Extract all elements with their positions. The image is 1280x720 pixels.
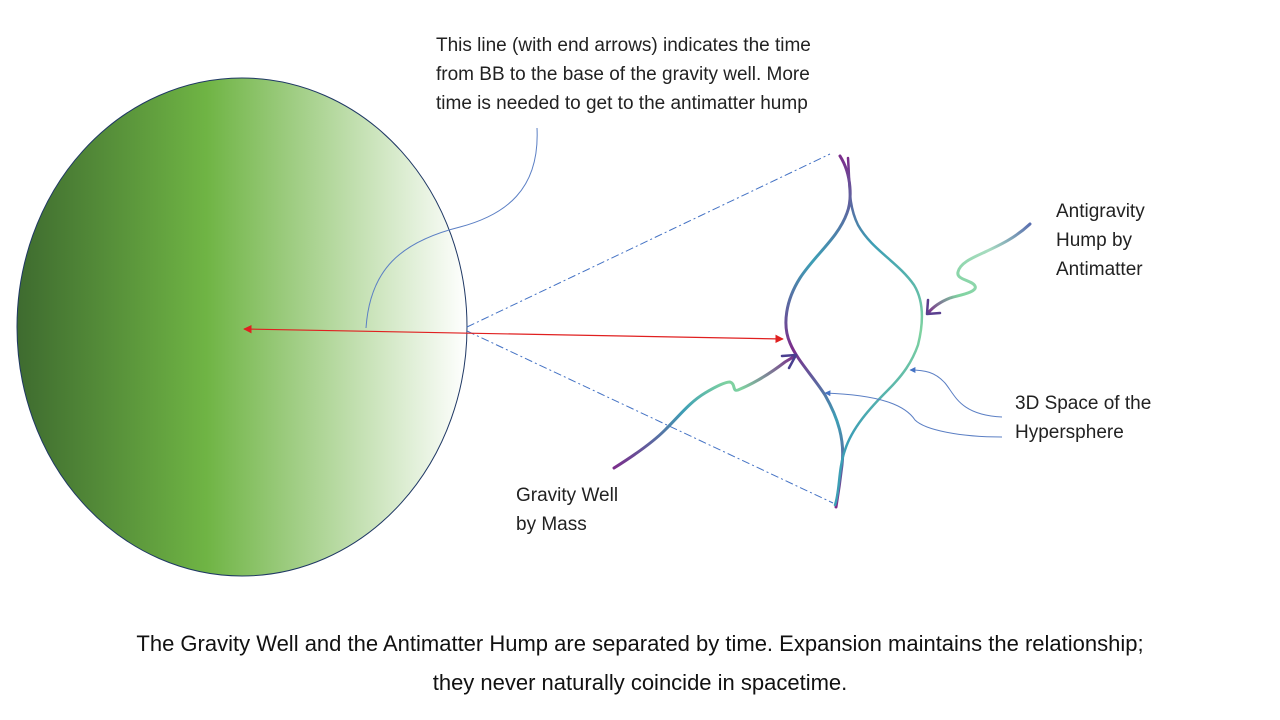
antigravity-line-3: Antimatter xyxy=(1056,255,1145,284)
space-curve-left xyxy=(786,156,850,507)
antigravity-label: Antigravity Hump by Antimatter xyxy=(1056,197,1145,284)
antigravity-line-1: Antigravity xyxy=(1056,197,1145,226)
space-callout-lower xyxy=(825,393,1002,437)
space-3d-label: 3D Space of the Hypersphere xyxy=(1015,389,1151,447)
space-3d-line-1: 3D Space of the xyxy=(1015,389,1151,418)
space-callout-upper xyxy=(910,370,1002,417)
projection-line-bottom xyxy=(467,331,833,503)
time-note-line-2: from BB to the base of the gravity well.… xyxy=(436,60,811,89)
gravity-well-tail xyxy=(614,356,795,468)
caption-line-1: The Gravity Well and the Antimatter Hump… xyxy=(0,624,1280,663)
diagram-caption: The Gravity Well and the Antimatter Hump… xyxy=(0,624,1280,702)
caption-line-2: they never naturally coincide in spaceti… xyxy=(0,663,1280,702)
expanding-sphere xyxy=(17,78,467,576)
time-note-line-1: This line (with end arrows) indicates th… xyxy=(436,31,811,60)
projection-line-top xyxy=(467,154,830,327)
antigravity-tail xyxy=(928,224,1030,313)
time-note-line-3: time is needed to get to the antimatter … xyxy=(436,89,811,118)
antigravity-line-2: Hump by xyxy=(1056,226,1145,255)
gravity-well-label: Gravity Well by Mass xyxy=(516,481,618,539)
gravity-well-line-2: by Mass xyxy=(516,510,618,539)
time-note-text: This line (with end arrows) indicates th… xyxy=(436,31,811,118)
space-3d-line-2: Hypersphere xyxy=(1015,418,1151,447)
gravity-well-line-1: Gravity Well xyxy=(516,481,618,510)
